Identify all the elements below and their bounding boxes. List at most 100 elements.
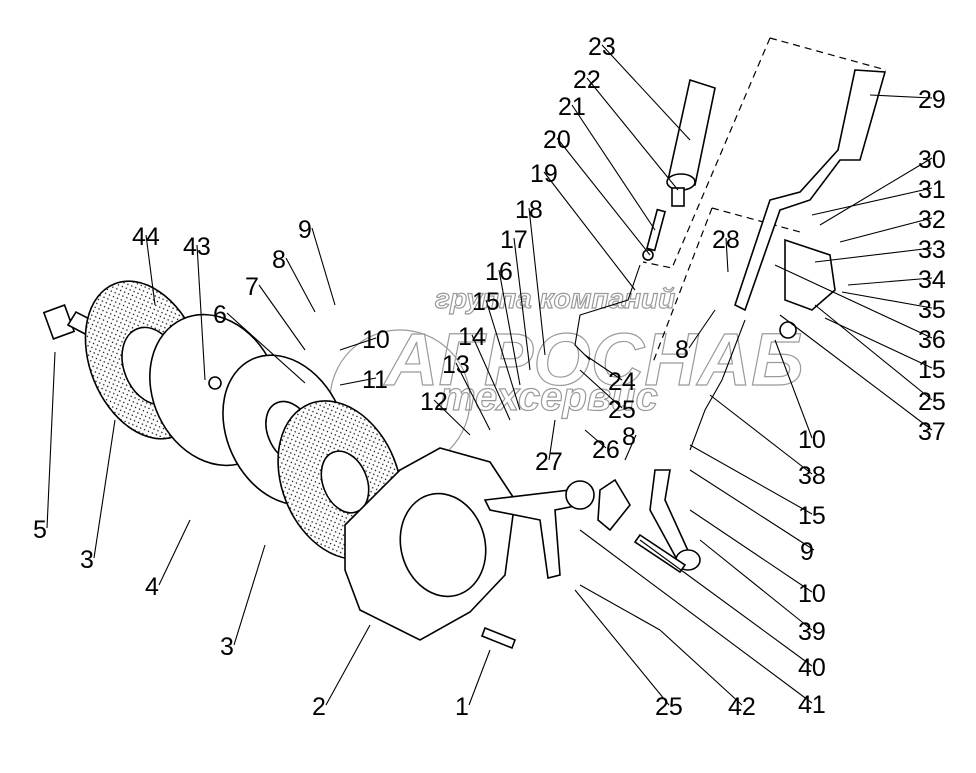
callout-label-8: 8 — [272, 246, 286, 274]
callout-label-14: 14 — [458, 323, 486, 351]
leader-line-15 — [485, 299, 521, 411]
callout-label-13: 13 — [442, 351, 470, 379]
leader-line-8 — [688, 309, 716, 349]
part-rod — [574, 264, 641, 361]
callout-label-9: 9 — [298, 216, 312, 244]
leader-line-31 — [811, 187, 933, 216]
part-washer — [642, 249, 654, 261]
leader-line-8 — [285, 257, 316, 313]
callout-label-15: 15 — [918, 356, 946, 384]
leader-line-28 — [725, 237, 729, 273]
callout-label-43: 43 — [183, 233, 211, 261]
callout-label-9: 9 — [800, 538, 814, 566]
leader-line-3 — [233, 544, 266, 646]
part-main-lever — [734, 69, 887, 312]
leader-line-32 — [839, 217, 933, 243]
callout-label-39: 39 — [798, 618, 826, 646]
callout-label-8: 8 — [675, 336, 689, 364]
callout-label-25: 25 — [655, 693, 683, 721]
watermark-line3: техсервис — [440, 375, 658, 419]
callout-label-23: 23 — [588, 33, 616, 61]
leader-line-42 — [659, 629, 743, 706]
leader-line-16 — [498, 269, 521, 386]
callout-label-31: 31 — [918, 176, 946, 204]
leader-line-15 — [824, 317, 933, 369]
leader-line-24 — [584, 354, 623, 381]
leader-line-9 — [689, 469, 815, 551]
callout-label-21: 21 — [558, 93, 586, 121]
leader-line-39 — [699, 539, 813, 631]
leader-line-10 — [339, 337, 377, 351]
leader-line-36 — [774, 264, 933, 339]
part-bracket — [483, 480, 595, 579]
callout-label-11: 11 — [362, 366, 388, 394]
leader-line-29 — [869, 94, 933, 99]
watermark-line1: группа компаний — [435, 283, 675, 314]
part-bolt-1 — [480, 626, 517, 650]
callout-label-10: 10 — [798, 580, 826, 608]
leader-line-19 — [543, 171, 636, 291]
leader-line-10 — [689, 509, 813, 593]
part-cover — [344, 447, 516, 641]
part-cap — [671, 187, 685, 207]
callout-label-12: 12 — [420, 388, 448, 416]
leader-line-43 — [196, 244, 206, 381]
callout-label-26: 26 — [592, 436, 620, 464]
callout-label-36: 36 — [918, 326, 946, 354]
leader-line-34 — [847, 277, 933, 286]
leader-line-15 — [689, 444, 813, 515]
leader-line-10 — [774, 339, 813, 439]
leader-line-40 — [639, 539, 813, 667]
leader-line-22 — [586, 77, 679, 191]
leader-line-17 — [513, 237, 531, 371]
callout-label-7: 7 — [245, 273, 259, 301]
callout-label-24: 24 — [608, 368, 636, 396]
leader-line-30 — [819, 157, 933, 226]
callout-label-30: 30 — [918, 146, 946, 174]
leader-line-7 — [258, 284, 306, 351]
callout-labels: 1233456788899101010111213141515151617181… — [33, 33, 946, 721]
leader-line-44 — [145, 234, 156, 306]
leader-line-38 — [709, 394, 813, 475]
callout-label-15: 15 — [472, 288, 500, 316]
callout-label-3: 3 — [220, 633, 234, 661]
callout-label-41: 41 — [798, 691, 826, 719]
part-bolt-head — [779, 321, 797, 339]
leader-line-6 — [226, 312, 306, 384]
callout-label-25: 25 — [918, 388, 946, 416]
callout-label-42: 42 — [728, 693, 756, 721]
leader-line-20 — [556, 137, 651, 256]
leader-line-27 — [548, 419, 556, 461]
leader-line-5 — [46, 351, 56, 529]
leader-line-37 — [779, 314, 933, 431]
leader-line-18 — [528, 207, 546, 356]
callout-label-2: 2 — [312, 693, 326, 721]
part-bolt-42 — [579, 584, 661, 631]
callout-label-32: 32 — [918, 206, 946, 234]
callout-label-19: 19 — [530, 160, 558, 188]
leader-line-8 — [624, 434, 637, 461]
leader-line-12 — [433, 399, 471, 436]
leader-line-25 — [814, 304, 933, 401]
leader-line-3 — [93, 419, 116, 559]
callout-label-6: 6 — [213, 301, 227, 329]
callout-label-15: 15 — [798, 502, 826, 530]
leader-line-4 — [158, 519, 191, 586]
callout-label-34: 34 — [918, 266, 946, 294]
leader-line-33 — [814, 247, 933, 263]
callout-label-25: 25 — [608, 396, 636, 424]
leader-line-14 — [471, 334, 511, 421]
leader-line-35 — [841, 291, 933, 309]
watermark-line2: АГРОСНАБ — [383, 318, 804, 401]
leader-line-1 — [468, 649, 491, 706]
part-lever-arms — [597, 469, 701, 574]
leader-line-25 — [574, 589, 670, 706]
callout-label-8: 8 — [622, 423, 636, 451]
callout-label-5: 5 — [33, 516, 47, 544]
callout-label-20: 20 — [543, 126, 571, 154]
dashed-group-outline-upper — [642, 37, 887, 269]
leader-line-23 — [601, 44, 691, 141]
callout-label-28: 28 — [712, 226, 740, 254]
